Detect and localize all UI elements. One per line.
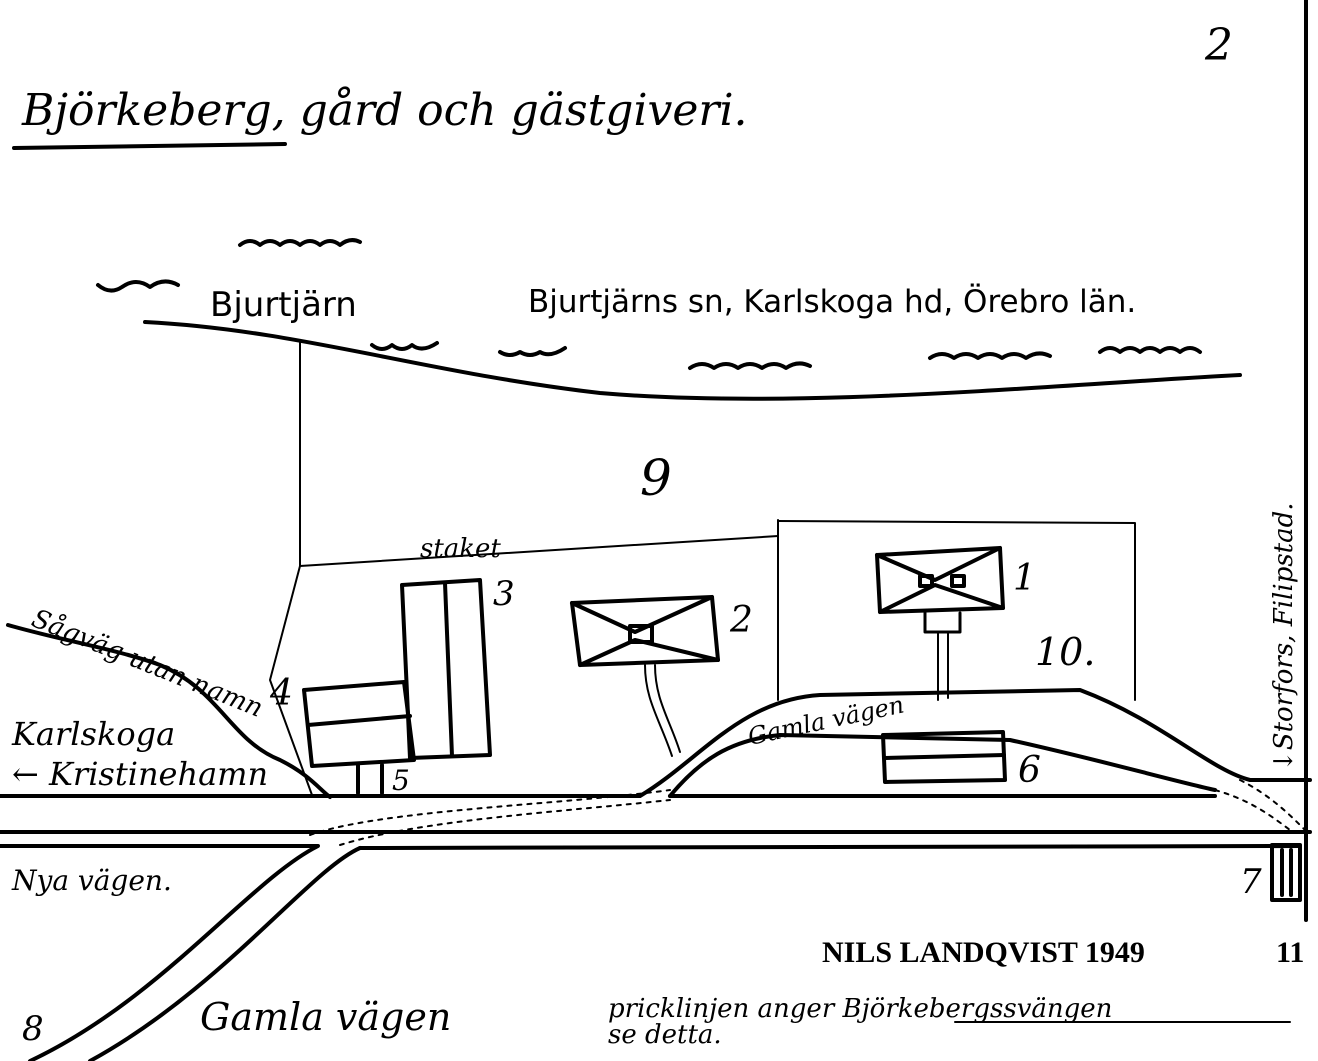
building-3 <box>400 578 492 760</box>
saw-road-label: Sågväg utan namn <box>27 603 267 724</box>
property-lines <box>269 339 1136 796</box>
building-6 <box>881 730 1007 784</box>
building-7-label: 7 <box>1240 862 1262 902</box>
fence-label: staket <box>420 534 501 564</box>
building-4 <box>302 680 416 768</box>
map-title: Björkeberg, gård och gästgiveri. <box>21 85 748 136</box>
building-1-label: 1 <box>1013 558 1036 599</box>
note-line-1: pricklinjen anger Björkebergssvängen <box>608 994 1112 1024</box>
roads <box>0 688 1312 1061</box>
old-road-lower-label: Gamla vägen <box>200 995 451 1039</box>
area-9-label: 9 <box>640 449 672 507</box>
title-underline <box>12 142 287 150</box>
kristinehamn-label: ← Kristinehamn <box>12 755 268 793</box>
area-8-label: 8 <box>22 1009 44 1049</box>
building-4-label: 4 <box>269 673 293 714</box>
region-label: Bjurtjärns sn, Karlskoga hd, Örebro län. <box>528 283 1136 320</box>
building-1 <box>875 546 1005 701</box>
building-7 <box>1270 843 1302 902</box>
building-6-label: 6 <box>1018 750 1041 791</box>
saw-road <box>6 623 332 799</box>
area-10-label: 10. <box>1035 630 1095 674</box>
building-5 <box>356 763 384 795</box>
water-waves <box>96 238 1202 370</box>
author-credit: NILS LANDQVIST 1949 <box>822 936 1145 969</box>
page-number: 2 <box>1204 20 1233 71</box>
building-2 <box>570 595 720 757</box>
building-3-label: 3 <box>493 574 515 614</box>
shoreline <box>143 320 1242 401</box>
karlskoga-label: Karlskoga <box>11 715 175 753</box>
building-5-label: 5 <box>392 764 410 797</box>
storfors-filipstad-label: ↓Storfors, Filipstad. <box>1269 502 1299 772</box>
area-11-label: 11 <box>1276 936 1304 969</box>
bjorkeberg-curve-dotted <box>309 779 1306 846</box>
lake-name: Bjurtjärn <box>210 285 357 325</box>
new-road-label: Nya vägen. <box>11 864 172 897</box>
note-line-2: se detta. <box>608 1020 722 1050</box>
building-2-label: 2 <box>729 600 753 641</box>
